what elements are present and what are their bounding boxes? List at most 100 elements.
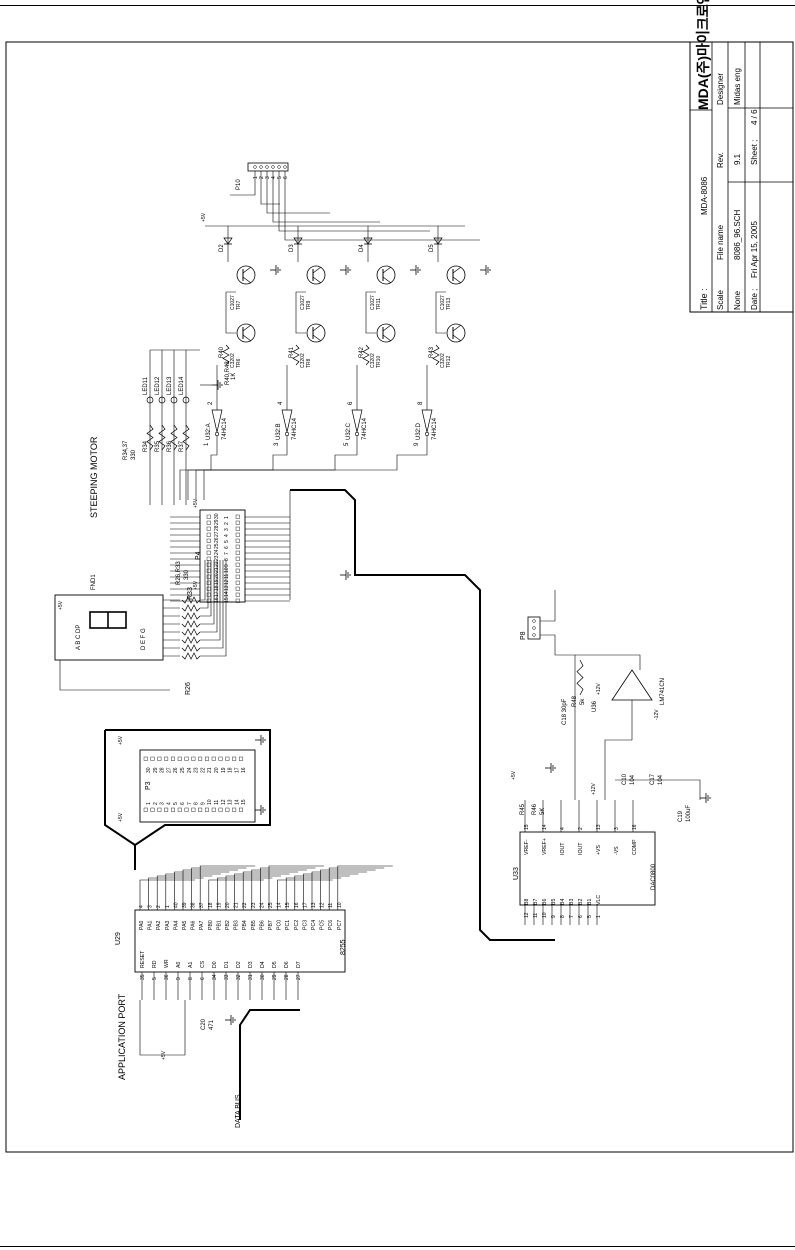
u29-right-pin-number: 34 [212, 974, 218, 980]
p4-pin [235, 538, 240, 543]
p10-pin-number: 3 [265, 176, 271, 179]
u33-pin-number: 8 [560, 915, 566, 918]
p3-pin [150, 807, 155, 812]
p10-pin-number: 2 [259, 176, 265, 179]
wire [604, 700, 633, 800]
c17-value: 104 [658, 774, 664, 785]
title-block [689, 41, 794, 313]
u29-pin-number: 4 [139, 905, 145, 908]
p3-pin-number: 20 [214, 767, 220, 773]
wire [200, 560, 218, 633]
fnd-seg-labels-bottom: D E F G [141, 628, 147, 650]
u29-pin-number: 40 [173, 902, 179, 908]
p4-pin-number: 9 [224, 564, 230, 567]
p4-pin-number: 5 [224, 540, 230, 543]
u29-pin-name: PA4 [173, 920, 179, 930]
u33-pin-name: B1 [587, 899, 593, 905]
u33-pin-name: B3 [569, 899, 575, 905]
date-value: Fri Apr 15, 2005 [750, 221, 759, 278]
u29-pin-name: PA2 [156, 920, 162, 930]
u33-right-pin-name: VREF- [524, 839, 530, 855]
u29-right-pin-number: 8 [188, 977, 194, 980]
base-resistor [292, 344, 300, 366]
wire [268, 865, 324, 910]
u29-right-pin-name: A0 [176, 962, 182, 968]
transistor-upper [376, 265, 396, 285]
wire [294, 875, 350, 910]
u29-right-pin-number: 36 [164, 974, 170, 980]
u29-type: 8255 [340, 939, 347, 955]
p4-pin-number: 10 [224, 567, 230, 573]
u36-vm12: -12V [654, 709, 660, 720]
p4-pin [206, 514, 211, 519]
transistor-upper [236, 265, 256, 285]
p4-pin [235, 598, 240, 603]
base-resistor [222, 344, 230, 366]
bottom-rule [0, 1246, 795, 1247]
led-label: LED11 [143, 376, 149, 395]
r34-37-label: R34,37 [123, 440, 129, 460]
p10-pin-number: 5 [277, 176, 283, 179]
u29-pin-name: PC4 [311, 920, 317, 930]
p4-pin-number: 22 [214, 561, 220, 567]
wire [148, 877, 204, 910]
u33-pin-name: B6 [542, 899, 548, 905]
r26-label: R26 [185, 682, 192, 695]
wire [191, 867, 247, 910]
wire [208, 879, 264, 910]
p4-pin-number: 26 [214, 537, 220, 543]
p3-pin [211, 756, 216, 761]
wire [174, 871, 230, 910]
p3-pin [238, 807, 243, 812]
p10-label: P10 [236, 179, 242, 190]
p3-pin-number: 9 [200, 802, 206, 805]
u33-pin-number: 6 [578, 915, 584, 918]
u33-pin-number: 9 [551, 915, 557, 918]
data-bus [239, 1009, 300, 1120]
p3-pin [184, 807, 189, 812]
p4-pin [206, 568, 211, 573]
p4-pin-number: 6 [224, 546, 230, 549]
r26-r33-label: R26,R33 [176, 561, 182, 585]
wire [277, 879, 333, 910]
c19-value: 100uF [686, 805, 692, 822]
p3-pin [204, 807, 209, 812]
p4-pin [235, 574, 240, 579]
led [158, 396, 166, 404]
wire [540, 590, 556, 622]
wire [382, 266, 392, 274]
p3-connector [139, 749, 256, 823]
p3-pin [170, 756, 175, 761]
u33-vcc: +5V [511, 770, 517, 780]
p4-pin-number: 7 [224, 552, 230, 555]
u33-label: U33 [513, 867, 520, 880]
p3-vcc: +5V [118, 735, 124, 745]
inverter-gate [281, 409, 293, 433]
p8-pin [532, 633, 536, 637]
gate-label: U32:B [276, 423, 282, 440]
transistor-upper-type: C1027 [300, 295, 306, 310]
title-value: MDA-8086 [700, 176, 709, 215]
p4-pin-number: 15 [224, 597, 230, 603]
u33-right-pin-name: -VS [614, 846, 620, 855]
wire [365, 291, 376, 334]
gate-type: 74HC14 [222, 417, 228, 440]
u29-pin-number: 38 [191, 902, 197, 908]
p4-pin [206, 538, 211, 543]
u29-pin-name: PC6 [328, 920, 334, 930]
c20-value: 471 [209, 1019, 215, 1030]
led-label: LED12 [155, 376, 161, 395]
u29-pin-name: PA0 [139, 920, 145, 930]
p3-pin [218, 807, 223, 812]
inverter-bubble [284, 431, 289, 436]
u29-chip [134, 909, 346, 973]
p4-pin [235, 592, 240, 597]
wire [452, 276, 462, 284]
c18-label: C18 30pF [562, 698, 568, 725]
led [182, 396, 190, 404]
p4-pin-number: 21 [214, 567, 220, 573]
p4-pin-number: 19 [214, 579, 220, 585]
p3-pin-number: 17 [234, 767, 240, 773]
u33-right-pin-number: 16 [632, 824, 638, 830]
